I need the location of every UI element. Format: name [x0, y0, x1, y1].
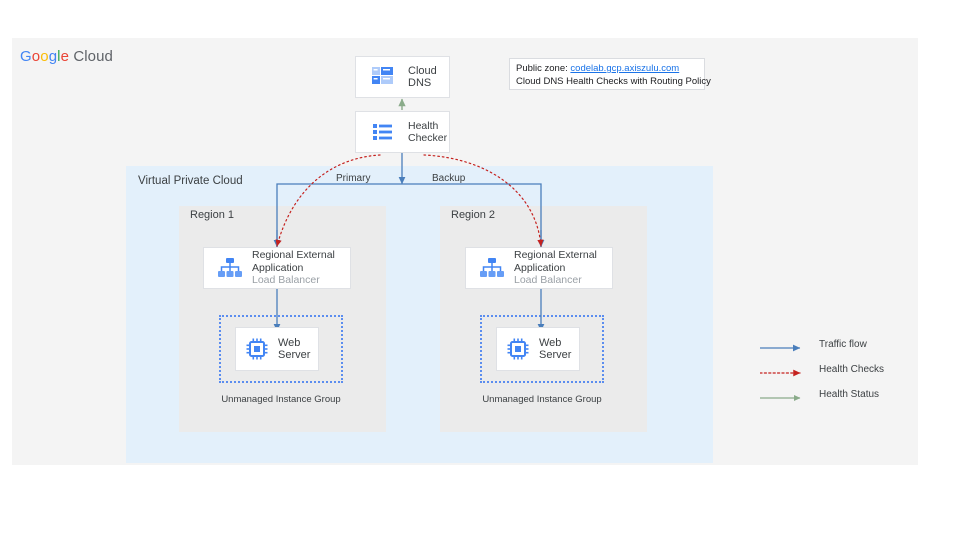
legend-item-health-status: Health Status — [760, 382, 910, 407]
region-2-label: Region 2 — [451, 209, 496, 221]
logo-cloud-word: Cloud — [73, 48, 114, 65]
health-status-line-icon — [760, 390, 808, 401]
unmanaged-instance-group-1 — [219, 315, 343, 383]
web-server-chip-icon — [501, 336, 535, 362]
load-balancer-label: Regional External Application Load Balan… — [514, 249, 597, 286]
flow-label-backup: Backup — [432, 173, 466, 184]
health-checker-line2: Checker — [408, 132, 448, 144]
flow-label-primary: Primary — [336, 173, 371, 184]
legend-label-traffic-flow: Traffic flow — [819, 339, 867, 350]
public-zone-link[interactable]: codelab.gcp.axiszulu.com — [570, 63, 680, 74]
lb-line1: Regional External — [514, 249, 597, 262]
legend: Traffic flow Health Checks Health Status — [759, 332, 910, 407]
lb-subtitle: Load Balancer — [252, 274, 320, 287]
node-cloud-dns[interactable]: Cloud DNS — [355, 56, 450, 98]
load-balancer-icon — [210, 254, 250, 282]
callout-prefix: Public zone: — [516, 63, 568, 74]
legend-label-health-status: Health Status — [819, 389, 880, 400]
health-checker-line1: Health — [408, 119, 439, 132]
web-server-label: Web Server — [278, 337, 310, 362]
google-cloud-logo: Google Cloud — [20, 48, 114, 65]
lb-line1: Regional External — [252, 249, 335, 262]
load-balancer-label: Regional External Application Load Balan… — [252, 249, 335, 286]
node-web-server-region-1[interactable]: Web Server — [235, 327, 319, 371]
cloud-dns-icon — [364, 64, 402, 90]
node-web-server-region-2[interactable]: Web Server — [496, 327, 580, 371]
legend-label-health-checks: Health Checks — [819, 364, 885, 375]
health-checks-line-icon — [759, 365, 808, 376]
public-zone-callout: Public zone: codelab.gcp.axiszulu.com Cl… — [509, 58, 711, 90]
legend-item-traffic-flow: Traffic flow — [760, 332, 910, 357]
callout-line-2: Cloud DNS Health Checks with Routing Pol… — [516, 75, 711, 87]
unmanaged-instance-group-2 — [480, 315, 604, 383]
node-health-checker[interactable]: Health Checker — [355, 111, 450, 153]
web-server-label: Web Server — [539, 337, 571, 362]
instance-group-2-label: Unmanaged Instance Group — [482, 394, 602, 405]
traffic-flow-line-icon — [760, 340, 808, 351]
region-1-label: Region 1 — [190, 209, 235, 221]
health-checker-list-icon — [364, 120, 402, 144]
vpc-label: Virtual Private Cloud — [138, 175, 243, 187]
web-server-line1: Web — [278, 336, 301, 349]
health-checker-label: Health Checker — [408, 120, 447, 145]
instance-group-1-label: Unmanaged Instance Group — [221, 394, 341, 405]
lb-line2: Application — [514, 261, 566, 274]
legend-item-health-checks: Health Checks — [759, 357, 910, 382]
cloud-dns-label: Cloud DNS — [408, 64, 437, 89]
web-server-chip-icon — [240, 336, 274, 362]
node-load-balancer-region-2[interactable]: Regional External Application Load Balan… — [465, 247, 613, 289]
node-load-balancer-region-1[interactable]: Regional External Application Load Balan… — [203, 247, 351, 289]
load-balancer-icon — [472, 254, 512, 282]
web-server-line1: Web — [539, 336, 562, 349]
lb-line2: Application — [252, 261, 304, 274]
web-server-line2: Server — [278, 349, 311, 361]
lb-subtitle: Load Balancer — [514, 274, 582, 287]
callout-line-1: Public zone: codelab.gcp.axiszulu.com — [516, 63, 698, 76]
web-server-line2: Server — [539, 349, 572, 361]
